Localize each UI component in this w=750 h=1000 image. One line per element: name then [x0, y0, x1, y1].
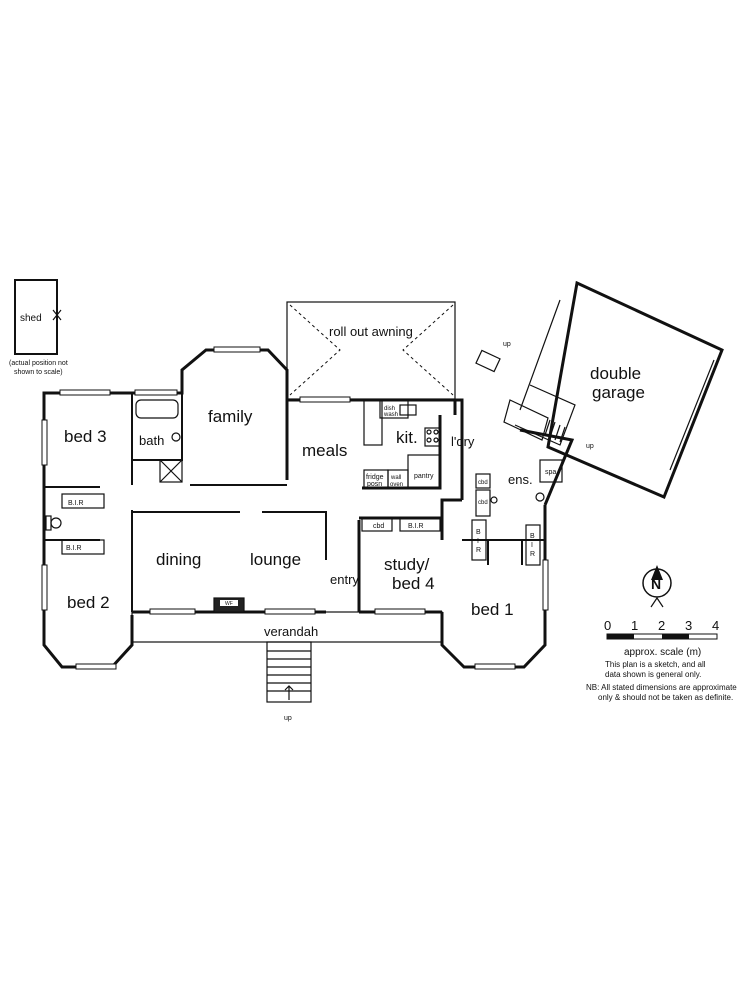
- garage-label-1: double: [590, 364, 641, 383]
- disclaimer-1: This plan is a sketch, and all: [605, 660, 706, 669]
- kitchen-fixtures: dish wash fridge posn wall oven pantry: [363, 399, 441, 489]
- fridge-label-1: fridge: [366, 474, 384, 481]
- nb-1: NB: All stated dimensions are approximat…: [586, 683, 737, 692]
- dining-label: dining: [156, 550, 201, 569]
- notes: This plan is a sketch, and all data show…: [586, 660, 737, 702]
- bath-fixtures: [135, 399, 183, 483]
- disclaimer-2: data shown is general only.: [605, 670, 701, 679]
- garage: up up: [475, 280, 724, 499]
- oven-label-1: wall: [390, 475, 401, 481]
- bir-label-study: B.I.R: [408, 523, 424, 530]
- up-label-rear: up: [503, 341, 511, 348]
- dishwasher-label-2: wash: [383, 412, 398, 418]
- spa-label: spa: [545, 469, 556, 476]
- bir-v-b-1: B: [476, 529, 481, 536]
- bed1-label: bed 1: [471, 600, 514, 619]
- scale-tick-3: 3: [685, 618, 692, 633]
- bed2-label: bed 2: [67, 593, 110, 612]
- left-wing-fixtures: B.I.R B.I.R: [45, 493, 105, 555]
- fridge-label-2: posn: [367, 481, 382, 488]
- awning-label: roll out awning: [329, 324, 413, 339]
- family-label: family: [208, 407, 253, 426]
- bir-v-b-2: B: [530, 533, 535, 540]
- verandah-label: verandah: [264, 624, 318, 639]
- bir-v-r-2: R: [530, 551, 535, 558]
- bir-v-i-1: I: [477, 538, 479, 545]
- compass: N: [642, 565, 672, 608]
- bir-label-bed2: B.I.R: [66, 545, 82, 552]
- room-labels: bed 3 bath family meals kit. l'dry doubl…: [64, 364, 645, 639]
- cbd-label-ens: cbd: [478, 500, 488, 506]
- interior-walls: [44, 393, 545, 612]
- entry-label: entry: [330, 572, 359, 587]
- shed: shed (actual position not shown to scale…: [9, 279, 68, 376]
- study-label-2: bed 4: [392, 574, 435, 593]
- fireplace: WF: [213, 597, 245, 613]
- study-fixtures: cbd B.I.R: [361, 517, 441, 532]
- dishwasher-label-1: dish: [384, 406, 395, 412]
- scale-tick-0: 0: [604, 618, 611, 633]
- shed-note-1: (actual position not: [9, 360, 68, 367]
- scale-tick-4: 4: [712, 618, 719, 633]
- compass-north-letter: N: [651, 576, 661, 592]
- shed-note-2: shown to scale): [14, 369, 63, 376]
- cbd-label-study: cbd: [373, 523, 384, 530]
- oven-label-2: oven: [390, 482, 403, 488]
- scale-tick-2: 2: [658, 618, 665, 633]
- cbd-label-ldry: cbd: [478, 480, 488, 486]
- awning: roll out awning: [286, 301, 456, 400]
- bir-label-bed3: B.I.R: [68, 500, 84, 507]
- entry-steps: up: [266, 641, 312, 722]
- bed3-label: bed 3: [64, 427, 107, 446]
- scale-bar: 0 1 2 3 4 approx. scale (m): [604, 618, 719, 658]
- kitchen-label: kit.: [396, 428, 418, 447]
- garage-label-2: garage: [592, 383, 645, 402]
- lounge-label: lounge: [250, 550, 301, 569]
- pantry-label: pantry: [414, 473, 434, 480]
- scale-label: approx. scale (m): [624, 647, 701, 658]
- bir-v-i-2: I: [531, 542, 533, 549]
- bath-label: bath: [139, 433, 164, 448]
- ensuite-label: ens.: [508, 472, 533, 487]
- bir-v-r-1: R: [476, 547, 481, 554]
- study-label-1: study/: [384, 555, 430, 574]
- up-label-garage: up: [586, 443, 594, 450]
- scale-tick-1: 1: [631, 618, 638, 633]
- laundry-label: l'dry: [451, 434, 475, 449]
- nb-2: only & should not be taken as definite.: [598, 693, 733, 702]
- shed-label: shed: [20, 313, 42, 324]
- laundry-ensuite-fixtures: spa cbd cbd B I R B I R: [471, 459, 563, 566]
- windows: [41, 346, 549, 670]
- wf-label: WF: [225, 601, 233, 607]
- meals-label: meals: [302, 441, 347, 460]
- up-label-front: up: [284, 715, 292, 722]
